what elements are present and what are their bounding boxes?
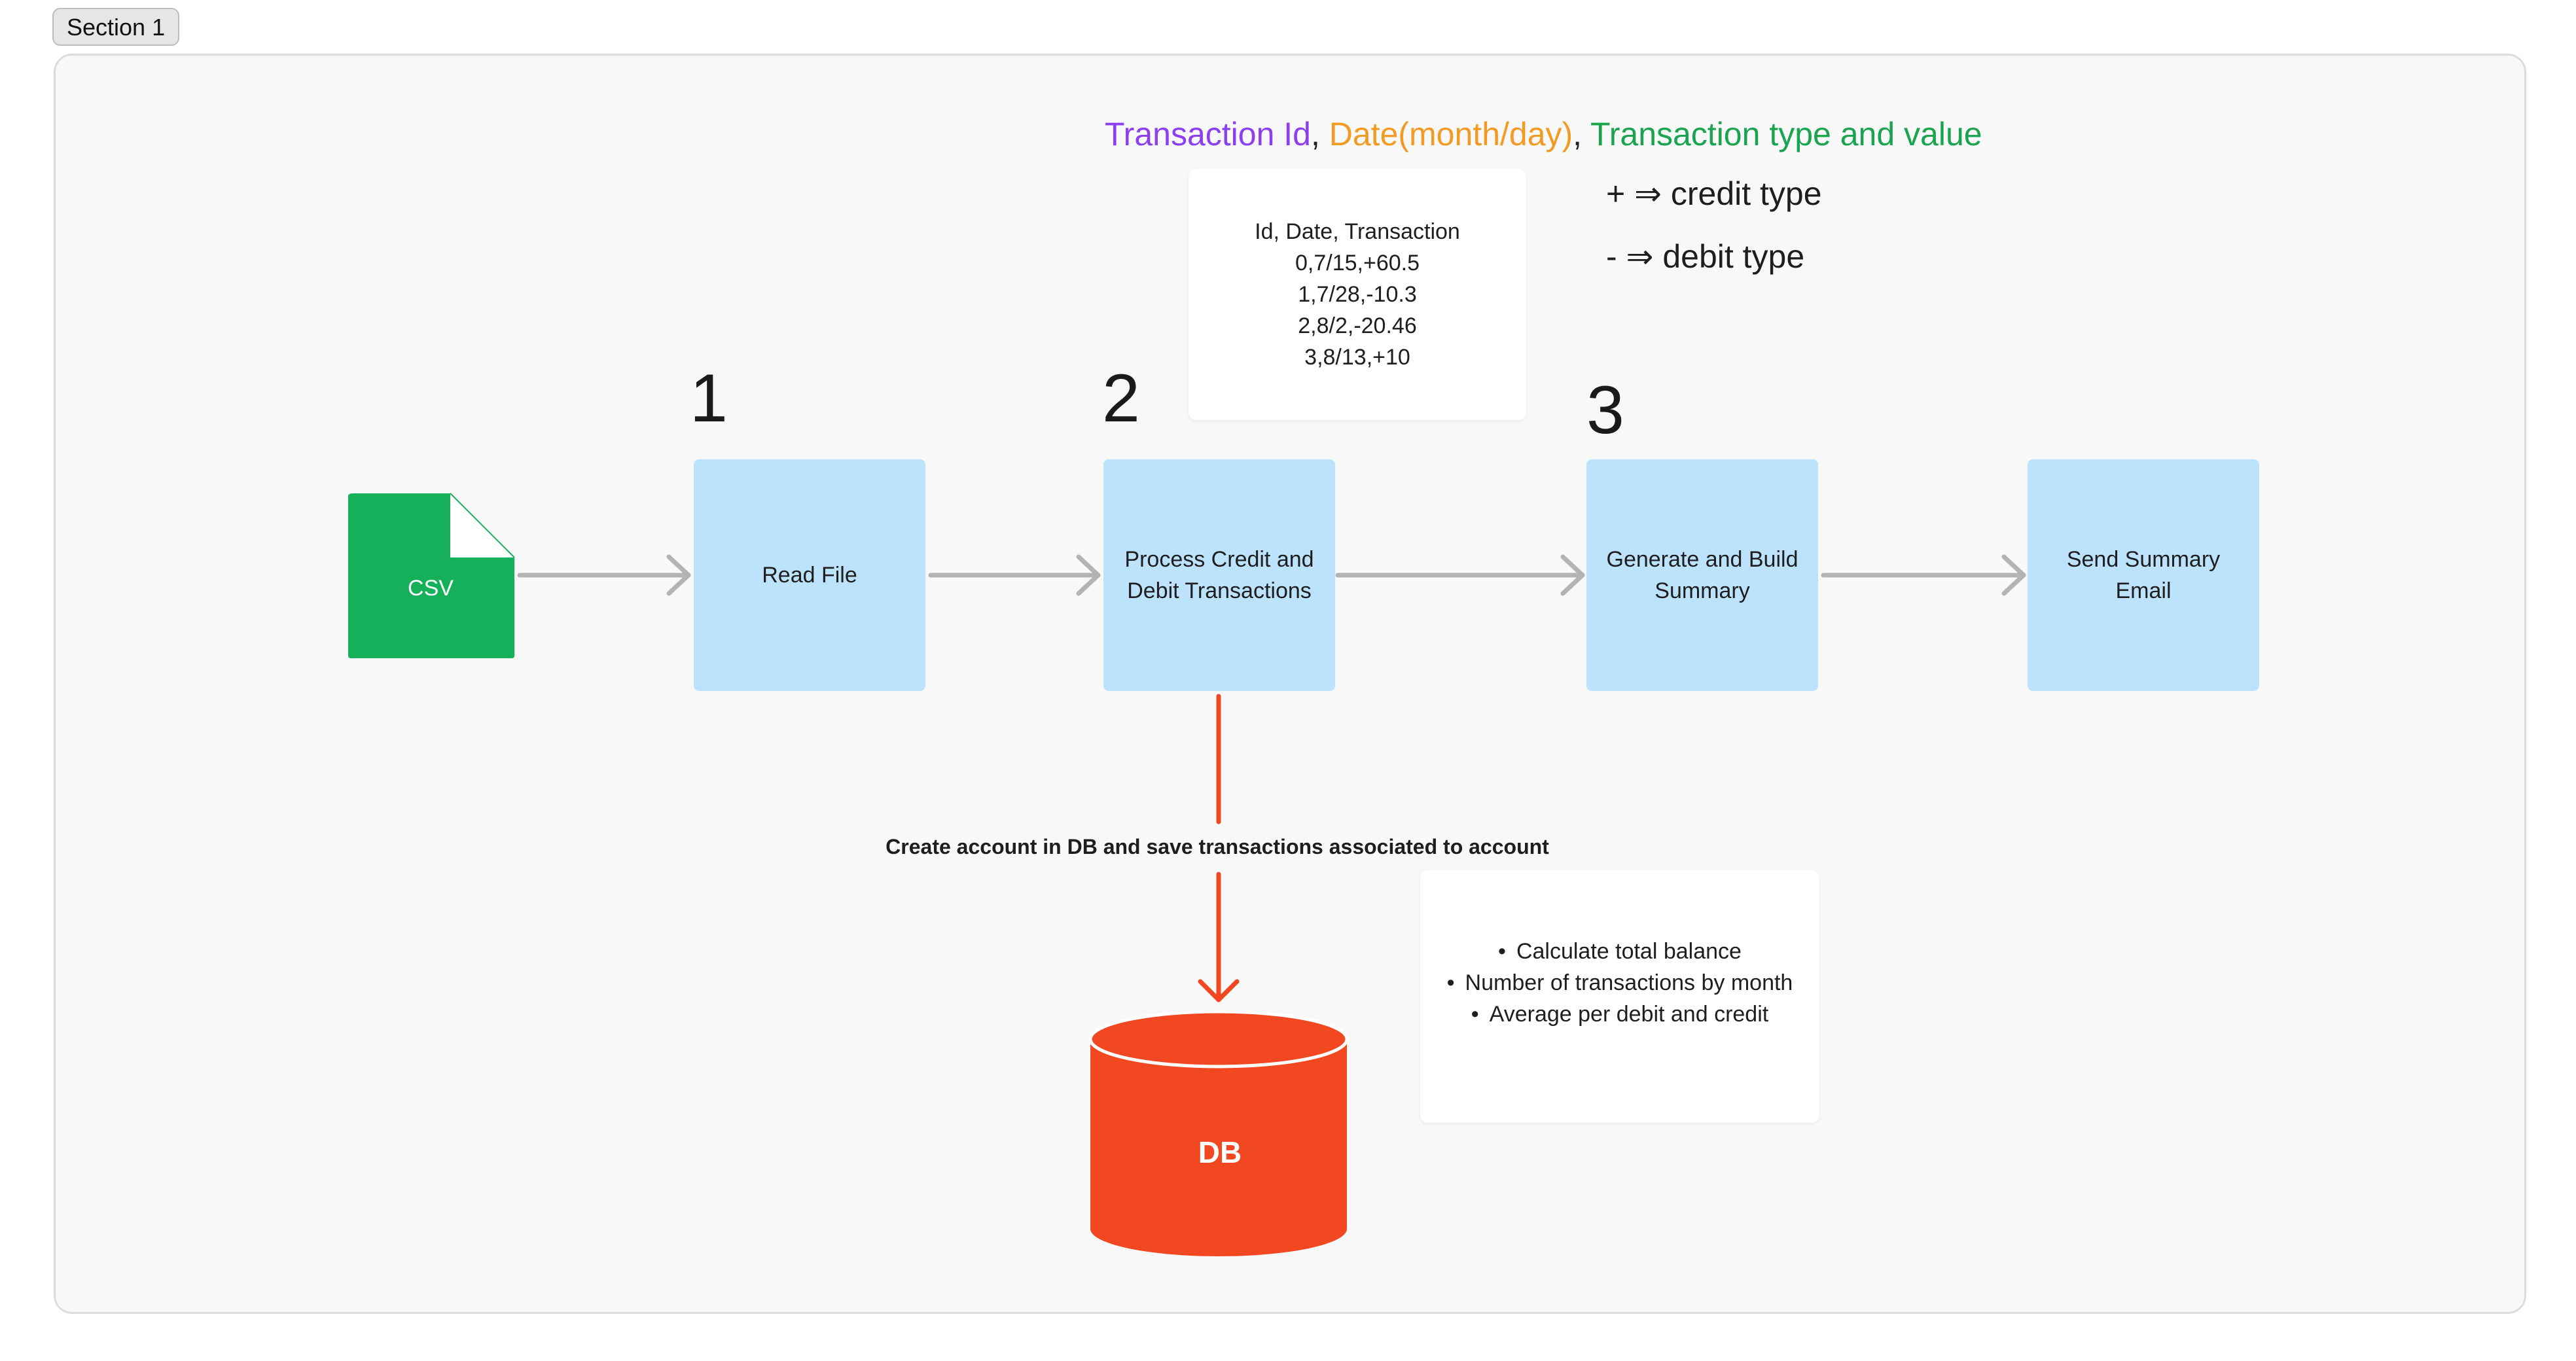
summary-details-note[interactable]: Calculate total balance Number of transa… xyxy=(1420,870,1819,1123)
db-connector-caption: Create account in DB and save transactio… xyxy=(885,835,1549,858)
sample-line: 3,8/13,+10 xyxy=(1304,345,1410,370)
list-item: Calculate total balance xyxy=(1420,936,1819,967)
list-item: Number of transactions by month xyxy=(1420,967,1819,999)
format-description: Transaction Id, Date(month/day), Transac… xyxy=(1105,113,1982,156)
sample-line: 0,7/15,+60.5 xyxy=(1295,251,1420,275)
arrow-csv-to-read xyxy=(517,554,691,596)
legend-debit: - ⇒ debit type xyxy=(1606,238,1805,275)
sample-line: 1,7/28,-10.3 xyxy=(1298,282,1417,307)
arrow-read-to-process xyxy=(928,554,1101,596)
csv-file-icon[interactable] xyxy=(348,493,515,658)
database-cylinder[interactable] xyxy=(1088,1010,1349,1256)
db-label: DB xyxy=(1198,1135,1242,1169)
process-transactions-box[interactable]: Process Credit and Debit Transactions xyxy=(1103,459,1335,691)
arrow-summary-to-email xyxy=(1821,554,2026,596)
read-file-label: Read File xyxy=(762,563,857,588)
list-item: Average per debit and credit xyxy=(1420,999,1819,1030)
format-separator: , xyxy=(1310,116,1329,152)
sample-csv-note[interactable]: Id, Date, Transaction 0,7/15,+60.5 1,7/2… xyxy=(1189,169,1526,420)
sample-line: 2,8/2,-20.46 xyxy=(1298,313,1417,338)
generate-summary-label: Generate and Build Summary xyxy=(1606,547,1798,603)
csv-label: CSV xyxy=(408,576,454,601)
sample-line: Id, Date, Transaction xyxy=(1255,219,1460,244)
process-transactions-label: Process Credit and Debit Transactions xyxy=(1124,547,1314,603)
step-number-3: 3 xyxy=(1586,372,1624,448)
arrow-process-to-summary xyxy=(1335,554,1585,596)
format-type: Transaction type and value xyxy=(1590,116,1982,152)
legend-credit: + ⇒ credit type xyxy=(1606,175,1822,212)
format-separator: , xyxy=(1573,116,1591,152)
read-file-box[interactable]: Read File xyxy=(694,459,925,691)
format-id: Transaction Id xyxy=(1105,116,1311,152)
send-email-label: Send Summary Email xyxy=(2066,547,2221,603)
step-number-1: 1 xyxy=(690,361,728,436)
summary-details-list: Calculate total balance Number of transa… xyxy=(1420,936,1819,1030)
sample-csv-lines: Id, Date, Transaction 0,7/15,+60.5 1,7/2… xyxy=(1189,216,1526,373)
generate-summary-box[interactable]: Generate and Build Summary xyxy=(1586,459,1818,691)
format-date: Date(month/day) xyxy=(1329,116,1573,152)
step-number-2: 2 xyxy=(1102,361,1140,436)
send-email-box[interactable]: Send Summary Email xyxy=(2028,459,2259,691)
arrow-process-to-db xyxy=(1198,694,1240,1002)
section-label[interactable]: Section 1 xyxy=(52,8,180,46)
